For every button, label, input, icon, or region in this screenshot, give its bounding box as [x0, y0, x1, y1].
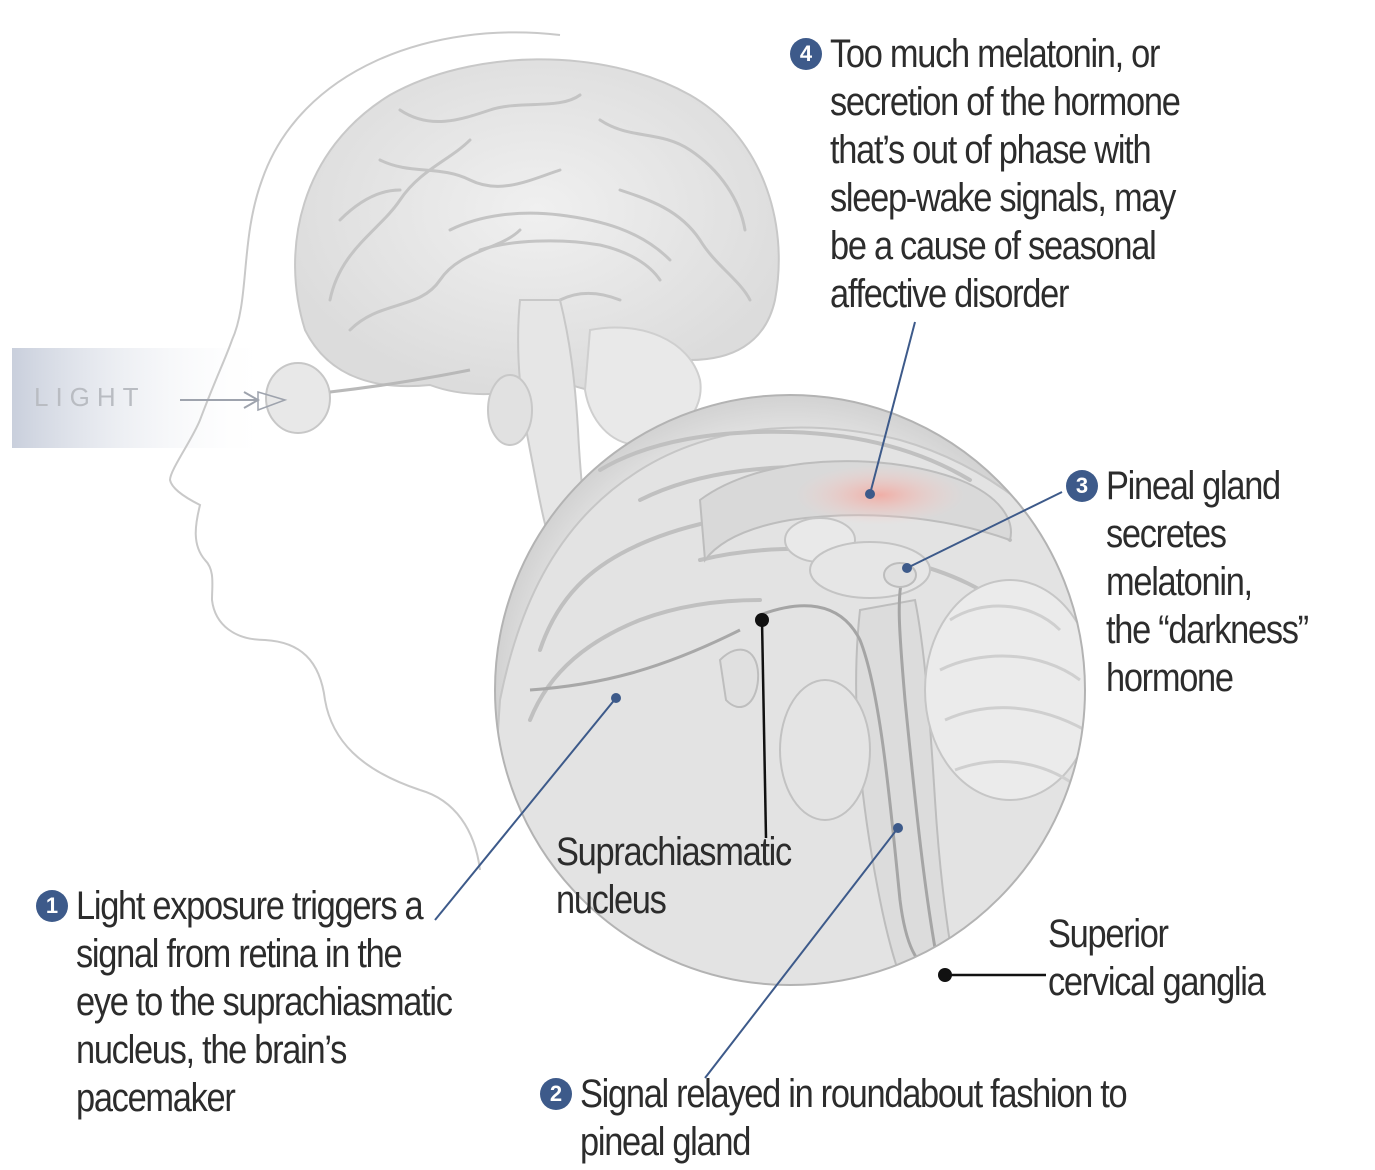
light-label: LIGHT: [34, 382, 146, 413]
marker-scn: [755, 613, 769, 627]
step-4-text: Too much melatonin, or secretion of the …: [830, 30, 1180, 318]
step-4-badge: 4: [790, 38, 822, 70]
marker-ganglia: [938, 968, 952, 982]
step-2-text: Signal relayed in roundabout fashion to …: [580, 1070, 1126, 1166]
neck-outline: [420, 790, 480, 870]
step-4-callout: 4 Too much melatonin, or secretion of th…: [790, 30, 1236, 318]
marker-step2: [893, 823, 903, 833]
marker-step3: [902, 563, 912, 573]
marker-step1: [611, 693, 621, 703]
step-1-callout: 1 Light exposure triggers a signal from …: [36, 882, 513, 1122]
melatonin-highlight: [795, 465, 965, 525]
scn-label: Suprachiasmatic nucleus: [556, 828, 791, 924]
step-2-badge: 2: [540, 1078, 572, 1110]
step-1-text: Light exposure triggers a signal from re…: [76, 882, 452, 1122]
step-1-badge: 1: [36, 890, 68, 922]
ganglia-label: Superior cervical ganglia: [1048, 910, 1264, 1006]
step-3-badge: 3: [1066, 470, 1098, 502]
step-2-callout: 2 Signal relayed in roundabout fashion t…: [540, 1070, 1215, 1166]
step-3-text: Pineal gland secretes melatonin, the “da…: [1106, 462, 1308, 702]
step-3-callout: 3 Pineal gland secretes melatonin, the “…: [1066, 462, 1341, 702]
eye: [266, 363, 330, 433]
marker-step4: [865, 489, 875, 499]
